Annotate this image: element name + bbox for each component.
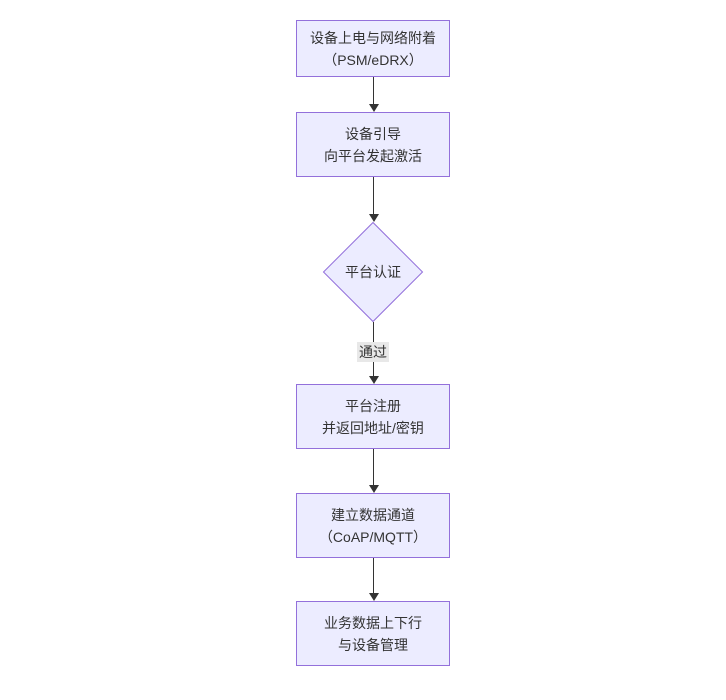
edge-label-pass: 通过: [357, 342, 389, 362]
arrow-line: [373, 449, 374, 487]
node-text: 业务数据上下行: [324, 614, 422, 631]
node-data-channel: 建立数据通道 （CoAP/MQTT）: [296, 493, 450, 558]
arrowhead-down-icon: [368, 485, 379, 493]
arrow-power-to-bootstrap: [368, 77, 379, 112]
node-platform-auth: 平台认证: [322, 221, 424, 323]
arrow-line: [373, 558, 374, 595]
node-power-attach: 设备上电与网络附着 （PSM/eDRX）: [296, 20, 450, 77]
node-text: 与设备管理: [338, 636, 408, 653]
arrow-bootstrap-to-auth: [368, 177, 379, 222]
arrow-line: [373, 177, 374, 216]
node-text: 建立数据通道: [331, 506, 415, 523]
node-bootstrap: 设备引导 向平台发起激活: [296, 112, 450, 177]
node-text: 向平台发起激活: [324, 147, 422, 164]
arrowhead-down-icon: [368, 104, 379, 112]
arrowhead-down-icon: [368, 376, 379, 384]
node-business: 业务数据上下行 与设备管理: [296, 601, 450, 666]
node-text: （PSM/eDRX）: [323, 51, 423, 68]
node-text: 并返回地址/密钥: [322, 419, 424, 436]
arrow-channel-to-business: [368, 558, 379, 601]
node-text: 平台认证: [345, 264, 401, 280]
arrow-register-to-channel: [368, 449, 379, 493]
node-text: 设备引导: [345, 125, 401, 142]
arrowhead-down-icon: [368, 214, 379, 222]
node-text: （CoAP/MQTT）: [318, 528, 428, 545]
node-register: 平台注册 并返回地址/密钥: [296, 384, 450, 449]
arrowhead-down-icon: [368, 593, 379, 601]
node-text: 设备上电与网络附着: [310, 29, 436, 46]
node-text: 平台注册: [345, 397, 401, 414]
arrow-line: [373, 77, 374, 106]
